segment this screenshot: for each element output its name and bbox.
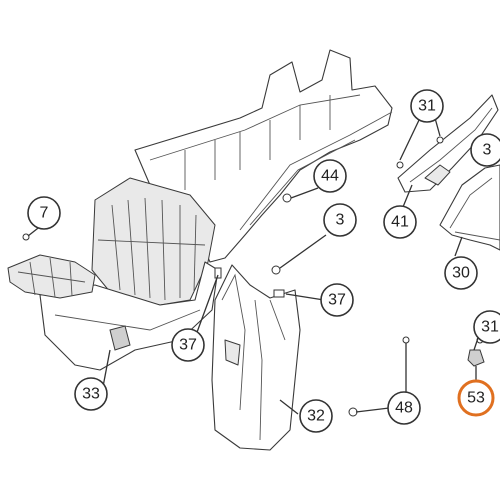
callout-label: 53: [467, 390, 485, 407]
callout-label: 37: [328, 292, 346, 309]
callout-label: 30: [452, 265, 470, 282]
callout-label: 37: [179, 337, 197, 354]
callout-label: 44: [321, 168, 339, 185]
callout-44[interactable]: 44: [313, 159, 347, 193]
screw-44: [282, 193, 292, 203]
callout-30[interactable]: 30: [444, 256, 478, 290]
screw-7: [22, 233, 30, 241]
callout-label: 3: [336, 212, 345, 229]
screw-31a-left: [396, 161, 404, 169]
callout-3-center[interactable]: 3: [323, 203, 357, 237]
callout-37-right[interactable]: 37: [320, 283, 354, 317]
callout-3-top-right[interactable]: 3: [470, 133, 500, 167]
bracket-53: [467, 349, 485, 367]
callout-label: 33: [82, 386, 100, 403]
callout-33[interactable]: 33: [74, 377, 108, 411]
callout-31-top[interactable]: 31: [410, 89, 444, 123]
callout-label: 32: [307, 408, 325, 425]
nut-37a: [214, 267, 222, 279]
plate-holder-part: [439, 164, 500, 251]
callout-41[interactable]: 41: [383, 205, 417, 239]
screw-31a-right: [436, 136, 444, 144]
callout-53-highlighted[interactable]: 53: [457, 379, 495, 417]
callout-7[interactable]: 7: [27, 196, 61, 230]
callout-label: 31: [418, 98, 436, 115]
mud-flap-part: [211, 264, 301, 451]
rear-fender-part: [7, 49, 393, 371]
nut-37b: [273, 289, 285, 298]
side-trim-part: [397, 94, 499, 193]
callout-label: 7: [40, 205, 49, 222]
callout-label: 31: [481, 319, 499, 336]
callout-label: 3: [483, 142, 492, 159]
washer-48: [348, 407, 358, 417]
callout-31-right[interactable]: 31: [473, 310, 500, 344]
callout-32[interactable]: 32: [299, 399, 333, 433]
callout-label: 48: [395, 400, 413, 417]
callout-label: 41: [391, 214, 409, 231]
hardware-items: [22, 136, 485, 417]
screw-3b: [271, 265, 281, 275]
callout-48[interactable]: 48: [387, 391, 421, 425]
callout-37-left[interactable]: 37: [171, 328, 205, 362]
